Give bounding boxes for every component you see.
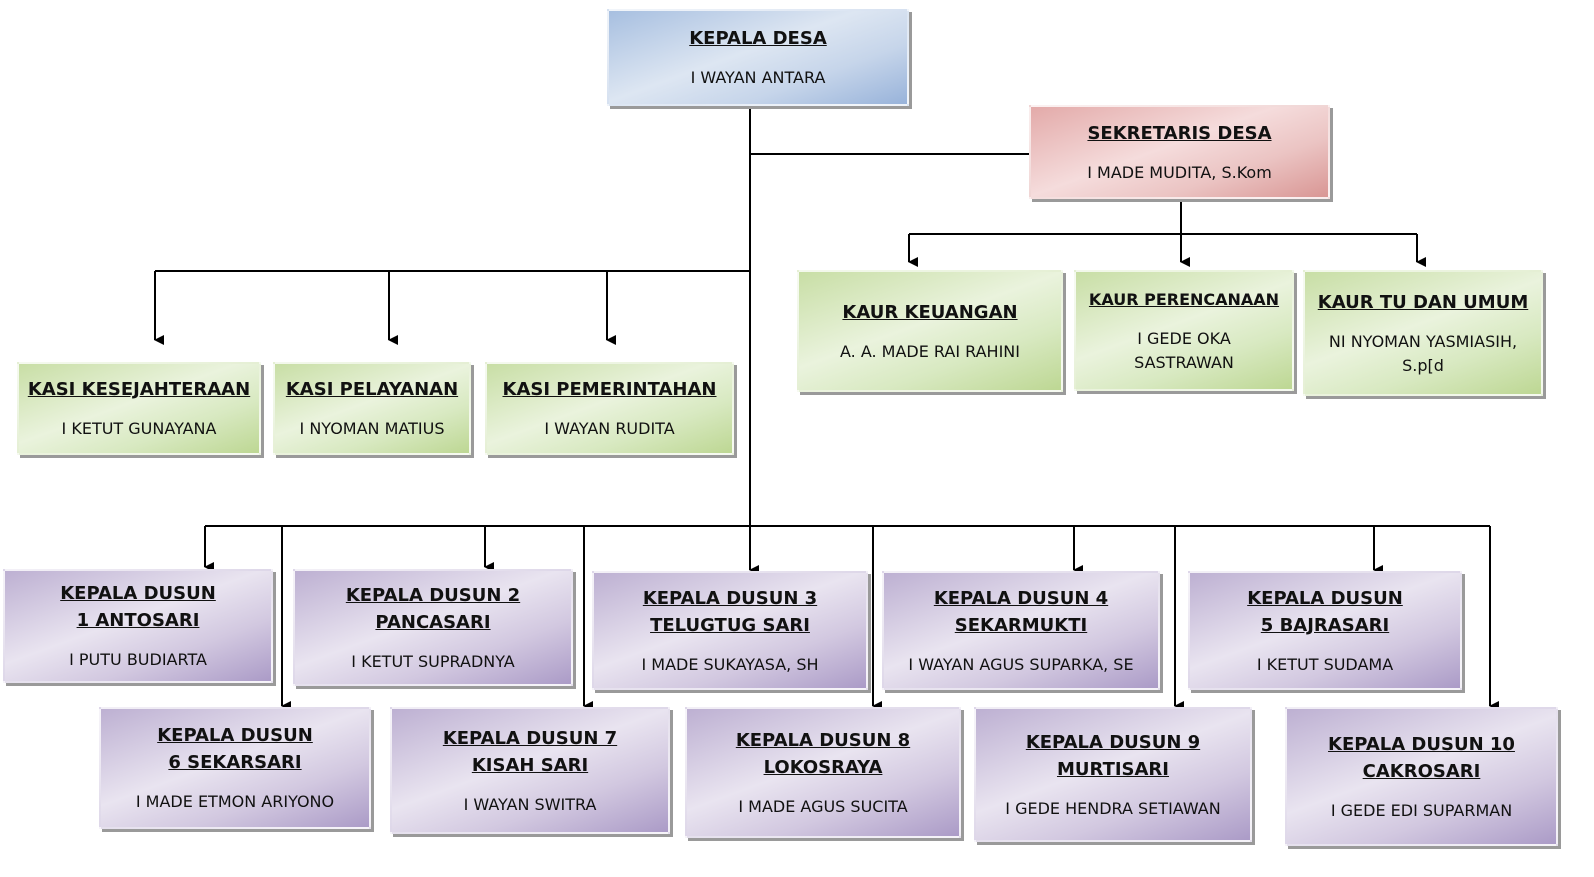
person-name: A. A. MADE RAI RAHINI: [839, 341, 1020, 361]
position-title: KAUR TU DAN UMUM: [1317, 291, 1529, 313]
person-name: I GEDE EDI SUPARMAN: [1330, 800, 1513, 820]
position-title: KEPALA DUSUN 8 LOKOSRAYA: [735, 729, 911, 778]
kepala-desa-box: KEPALA DESA I WAYAN ANTARA: [607, 9, 909, 106]
position-title: KEPALA DUSUN 9 MURTISARI: [1025, 731, 1201, 780]
position-title: KEPALA DUSUN 1 ANTOSARI: [60, 583, 216, 631]
person-name: I WAYAN SWITRA: [463, 794, 597, 814]
kaur-tu-umum-box: KAUR TU DAN UMUM NI NYOMAN YASMIASIH, S.…: [1303, 270, 1543, 396]
kasi-kesejahteraan-box: KASI KESEJAHTERAAN I KETUT GUNAYANA: [17, 362, 261, 455]
person-name: I MADE SUKAYASA, SH: [641, 654, 819, 674]
kaur-keuangan-box: KAUR KEUANGAN A. A. MADE RAI RAHINI: [797, 270, 1063, 392]
kepala-dusun-9-box: KEPALA DUSUN 9 MURTISARI I GEDE HENDRA S…: [974, 707, 1252, 842]
person-name: I MADE ETMON ARIYONO: [135, 792, 335, 811]
person-name: I KETUT SUPRADNYA: [351, 651, 515, 671]
position-title: KAUR KEUANGAN: [842, 301, 1018, 323]
position-title: KEPALA DUSUN 7 KISAH SARI: [442, 727, 618, 776]
kepala-dusun-3-box: KEPALA DUSUN 3 TELUGTUG SARI I MADE SUKA…: [592, 571, 868, 690]
position-title: KASI KESEJAHTERAAN: [27, 379, 251, 400]
kepala-dusun-10-box: KEPALA DUSUN 10 CAKROSARI I GEDE EDI SUP…: [1285, 707, 1558, 846]
kepala-dusun-6-box: KEPALA DUSUN 6 SEKARSARI I MADE ETMON AR…: [99, 707, 371, 829]
person-name: I KETUT SUDAMA: [1256, 654, 1394, 674]
person-name: I GEDE HENDRA SETIAWAN: [1005, 798, 1221, 818]
person-name: I WAYAN RUDITA: [544, 419, 675, 438]
sekretaris-desa-box: SEKRETARIS DESA I MADE MUDITA, S.Kom: [1029, 105, 1330, 199]
position-title: KEPALA DUSUN 6 SEKARSARI: [157, 725, 313, 773]
kaur-perencanaan-box: KAUR PERENCANAAN I GEDE OKA SASTRAWAN: [1074, 270, 1294, 391]
position-title: KEPALA DUSUN 10 CAKROSARI: [1328, 733, 1515, 782]
position-title: KEPALA DUSUN 4 SEKARMUKTI: [933, 587, 1109, 636]
person-name: I GEDE OKA SASTRAWAN: [1134, 329, 1234, 372]
person-name: I WAYAN AGUS SUPARKA, SE: [908, 654, 1134, 674]
kepala-dusun-1-box: KEPALA DUSUN 1 ANTOSARI I PUTU BUDIARTA: [3, 569, 273, 683]
person-name: I KETUT GUNAYANA: [61, 419, 217, 438]
person-name: NI NYOMAN YASMIASIH, S.p[d: [1328, 331, 1518, 375]
position-title: KEPALA DUSUN 3 TELUGTUG SARI: [642, 587, 818, 636]
position-title: KEPALA DESA: [689, 28, 827, 49]
position-title: KEPALA DUSUN 5 BAJRASARI: [1247, 587, 1403, 636]
position-title: SEKRETARIS DESA: [1087, 122, 1272, 144]
kasi-pelayanan-box: KASI PELAYANAN I NYOMAN MATIUS: [273, 362, 471, 455]
position-title: KAUR PERENCANAAN: [1088, 290, 1280, 309]
person-name: I WAYAN ANTARA: [690, 68, 826, 87]
kepala-dusun-2-box: KEPALA DUSUN 2 PANCASARI I KETUT SUPRADN…: [293, 569, 573, 686]
kasi-pemerintahan-box: KASI PEMERINTAHAN I WAYAN RUDITA: [485, 362, 734, 455]
person-name: I PUTU BUDIARTA: [69, 650, 207, 669]
kepala-dusun-8-box: KEPALA DUSUN 8 LOKOSRAYA I MADE AGUS SUC…: [685, 707, 961, 838]
position-title: KASI PELAYANAN: [285, 379, 459, 400]
kepala-dusun-4-box: KEPALA DUSUN 4 SEKARMUKTI I WAYAN AGUS S…: [882, 571, 1160, 690]
position-title: KEPALA DUSUN 2 PANCASARI: [345, 584, 521, 633]
kepala-dusun-7-box: KEPALA DUSUN 7 KISAH SARI I WAYAN SWITRA: [390, 707, 670, 834]
person-name: I MADE MUDITA, S.Kom: [1087, 162, 1272, 182]
position-title: KASI PEMERINTAHAN: [502, 379, 717, 400]
person-name: I NYOMAN MATIUS: [299, 419, 445, 438]
person-name: I MADE AGUS SUCITA: [738, 796, 908, 816]
kepala-dusun-5-box: KEPALA DUSUN 5 BAJRASARI I KETUT SUDAMA: [1188, 571, 1462, 690]
